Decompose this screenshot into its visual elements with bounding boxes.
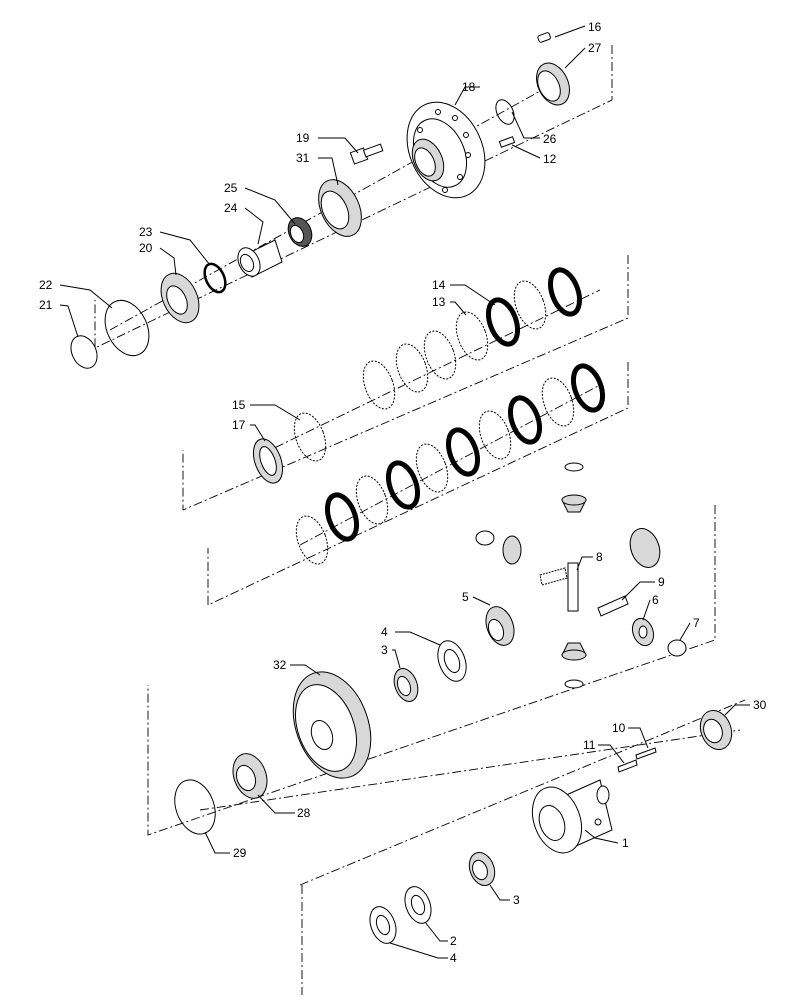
callout-17: 17 [232,418,246,432]
callout-3: 3 [381,643,388,657]
part-10-pin [635,747,657,760]
callout-12: 12 [543,152,557,166]
callout-10: 10 [612,721,626,735]
part-8-cross-shaft [567,562,579,612]
callout-3-lower: 3 [513,893,520,907]
part-2-washer [404,886,432,924]
spider-gear-set [475,462,661,689]
callout-6: 6 [652,593,659,607]
part-19-bolt [349,143,384,165]
part-4-washer-lower [369,906,397,944]
part-23-snap-ring [203,262,227,294]
part-7-washer [667,639,687,657]
callout-1: 1 [622,836,629,850]
group-outline-bottom [299,699,746,995]
callout-29: 29 [233,846,247,860]
callout-9: 9 [658,575,665,589]
callout-18: 18 [462,80,476,94]
callout-28: 28 [297,806,311,820]
callout-labels: 16 27 18 19 26 31 12 25 24 23 20 22 21 1… [39,20,767,965]
callout-8: 8 [596,550,603,564]
axis-clutch-upper [259,289,601,456]
axis-clutch-lower [299,384,601,546]
part-3-washer-upper [393,668,419,702]
callout-7: 7 [693,616,700,630]
clutch-pack-upper [362,267,583,410]
part-24-sleeve [237,239,283,278]
callout-24: 24 [224,201,238,215]
part-29-snap-ring [174,779,216,835]
part-25-needle-bearing [287,217,313,247]
part-28-gear [232,753,268,799]
callout-19: 19 [296,131,310,145]
callout-26: 26 [543,132,557,146]
part-15-plate [293,412,327,462]
callout-16: 16 [588,20,602,34]
callout-21: 21 [39,298,53,312]
part-27-bearing-cup [536,62,570,106]
part-30-seal [699,710,733,750]
part-17-spring [252,438,284,484]
part-21-o-ring [70,335,98,369]
callout-2: 2 [450,934,457,948]
part-18-housing [406,101,486,199]
group-outline-differential [147,505,716,836]
part-6-gear [631,617,655,647]
part-16-pin [537,32,551,43]
clutch-pack-lower [295,363,606,565]
part-4-thrust-washer [437,640,467,682]
leader-lines [59,25,750,959]
callout-32: 32 [273,658,287,672]
callout-15: 15 [232,398,246,412]
part-12-dowel [498,136,516,148]
callout-22: 22 [39,278,53,292]
callout-27: 27 [588,41,602,55]
part-5-side-gear [485,606,515,646]
callout-20: 20 [139,241,153,255]
part-32-ring-gear [292,671,372,779]
callout-23: 23 [139,225,153,239]
part-11-pin [617,759,638,773]
part-22-o-ring [104,299,150,357]
callout-30: 30 [753,698,767,712]
callout-4-lower: 4 [450,951,457,965]
callout-11: 11 [583,738,596,752]
callout-4: 4 [381,625,388,639]
callout-13: 13 [432,295,446,309]
callout-25: 25 [224,181,238,195]
part-20-bearing [160,272,200,324]
callout-31: 31 [296,151,310,165]
part-3-washer-lower [468,852,496,886]
part-1-diff-case [531,779,613,854]
callout-14: 14 [432,278,446,292]
part-31-bearing [318,179,362,237]
group-outline-clutch-lower [207,362,629,606]
part-26-snap-ring [495,99,515,125]
callout-5: 5 [462,590,469,604]
axis-bottom [199,729,741,811]
